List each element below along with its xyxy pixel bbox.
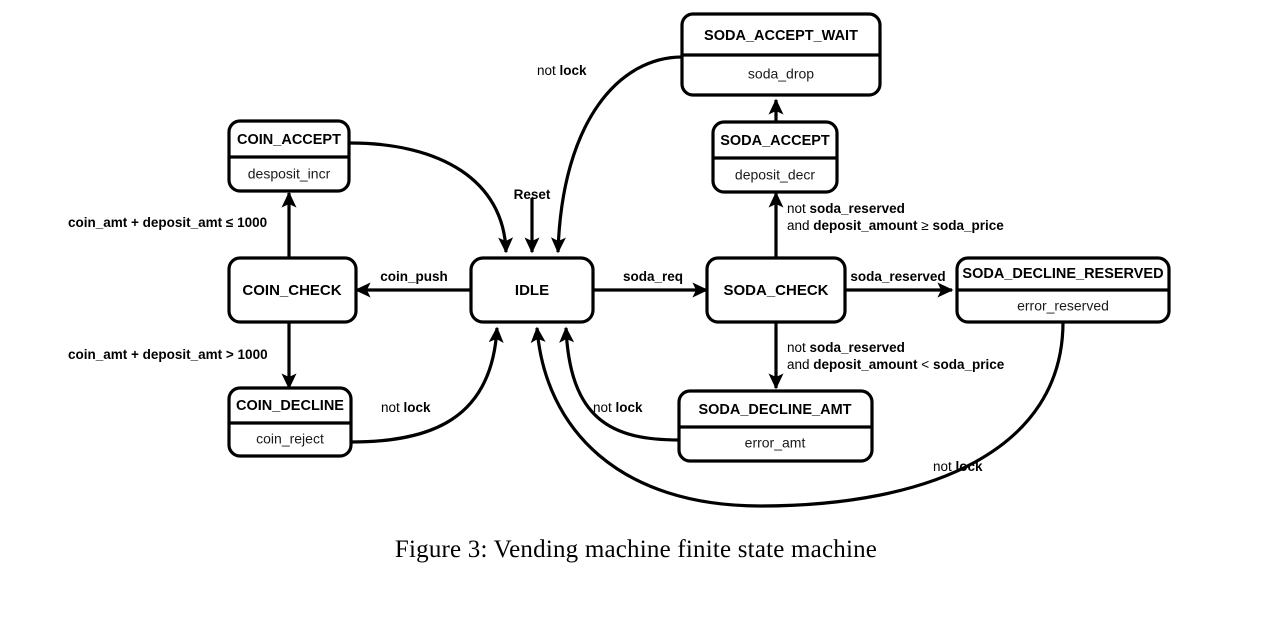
and-word-2: and: [787, 357, 813, 372]
state-soda-decline-amt-action: error_amt: [745, 435, 806, 451]
edge-label-guard-soda-accept-line2: and deposit_amount ≥ soda_price: [787, 218, 1004, 233]
soda-reserved-bold-2: soda_reserved: [810, 340, 905, 355]
state-coin-accept-action: desposit_incr: [248, 166, 331, 182]
edge-label-not-lock-soda-wait: not lock: [537, 63, 587, 78]
state-soda-accept-action: deposit_decr: [735, 167, 816, 183]
edge-label-not-lock-soda-reserved: not lock: [933, 459, 983, 474]
state-coin-check-title: COIN_CHECK: [242, 282, 341, 299]
edge-coin-accept-to-idle: [349, 141, 514, 254]
state-soda-accept-wait-action: soda_drop: [748, 66, 814, 82]
edge-label-soda-reserved: soda_reserved: [850, 269, 945, 284]
edge-label-coin-amount-le: coin_amt + deposit_amt ≤ 1000: [68, 215, 267, 230]
not-word-6: not: [787, 340, 810, 355]
lock-word-2: lock: [404, 400, 432, 415]
state-coin-check-box[interactable]: [227, 256, 358, 324]
edge-soda-decline-amt-to-idle: [559, 326, 680, 442]
lt-operator: <: [918, 357, 933, 372]
state-coin-decline[interactable]: COIN_DECLINE coin_reject: [227, 386, 353, 458]
state-idle-box[interactable]: [469, 256, 595, 324]
lock-word-3: lock: [616, 400, 644, 415]
state-soda-accept-wait-title: SODA_ACCEPT_WAIT: [704, 28, 858, 44]
edge-soda-decline-reserved-to-idle: [530, 321, 1065, 508]
not-word-1: not: [537, 63, 560, 78]
edge-label-guard-soda-decline-line2: and deposit_amount < soda_price: [787, 357, 1005, 372]
state-soda-accept[interactable]: SODA_ACCEPT deposit_decr: [711, 120, 839, 194]
state-idle-title: IDLE: [515, 282, 549, 299]
state-soda-check[interactable]: SODA_CHECK: [705, 256, 847, 324]
soda-price-bold-2: soda_price: [933, 357, 1005, 372]
edge-label-not-lock-soda-amt: not lock: [593, 400, 643, 415]
state-soda-decline-reserved-title: SODA_DECLINE_RESERVED: [962, 266, 1163, 282]
soda-price-bold-1: soda_price: [932, 218, 1004, 233]
lock-word-1: lock: [560, 63, 588, 78]
state-soda-decline-reserved-action: error_reserved: [1017, 298, 1109, 314]
state-soda-check-box[interactable]: [705, 256, 847, 324]
edge-label-reset: Reset: [514, 187, 551, 202]
state-coin-decline-action: coin_reject: [256, 431, 324, 447]
state-soda-accept-wait[interactable]: SODA_ACCEPT_WAIT soda_drop: [680, 12, 882, 97]
edge-coin-decline-to-idle: [350, 326, 504, 444]
edge-label-soda-req: soda_req: [623, 269, 683, 284]
edge-label-not-lock-coin-decline: not lock: [381, 400, 431, 415]
edge-label-coin-amount-gt: coin_amt + deposit_amt > 1000: [68, 347, 268, 362]
ge-operator: ≥: [918, 218, 933, 233]
edge-soda-accept-wait-to-idle: [550, 55, 683, 254]
and-word-1: and: [787, 218, 813, 233]
soda-reserved-bold-1: soda_reserved: [810, 201, 905, 216]
state-coin-decline-title: COIN_DECLINE: [236, 398, 344, 414]
state-soda-decline-amt[interactable]: SODA_DECLINE_AMT error_amt: [677, 389, 874, 463]
state-coin-accept-title: COIN_ACCEPT: [237, 132, 341, 148]
state-soda-decline-reserved[interactable]: SODA_DECLINE_RESERVED error_reserved: [955, 256, 1171, 324]
edge-label-coin-push: coin_push: [380, 269, 448, 284]
state-coin-accept[interactable]: COIN_ACCEPT desposit_incr: [227, 119, 351, 193]
state-idle[interactable]: IDLE: [469, 256, 595, 324]
state-soda-accept-title: SODA_ACCEPT: [720, 133, 830, 149]
not-word-5: not: [787, 201, 810, 216]
state-coin-check[interactable]: COIN_CHECK: [227, 256, 358, 324]
figure-caption: Figure 3: Vending machine finite state m…: [394, 536, 878, 563]
state-soda-check-title: SODA_CHECK: [723, 282, 828, 299]
not-word-4: not: [933, 459, 956, 474]
lock-word-4: lock: [956, 459, 984, 474]
edge-label-guard-soda-decline: not soda_reserved: [787, 340, 905, 355]
deposit-amount-bold-2: deposit_amount: [813, 357, 918, 372]
not-word-2: not: [381, 400, 404, 415]
not-word-3: not: [593, 400, 616, 415]
deposit-amount-bold-1: deposit_amount: [813, 218, 918, 233]
edge-label-guard-soda-accept: not soda_reserved: [787, 201, 905, 216]
state-soda-decline-amt-title: SODA_DECLINE_AMT: [698, 402, 851, 418]
